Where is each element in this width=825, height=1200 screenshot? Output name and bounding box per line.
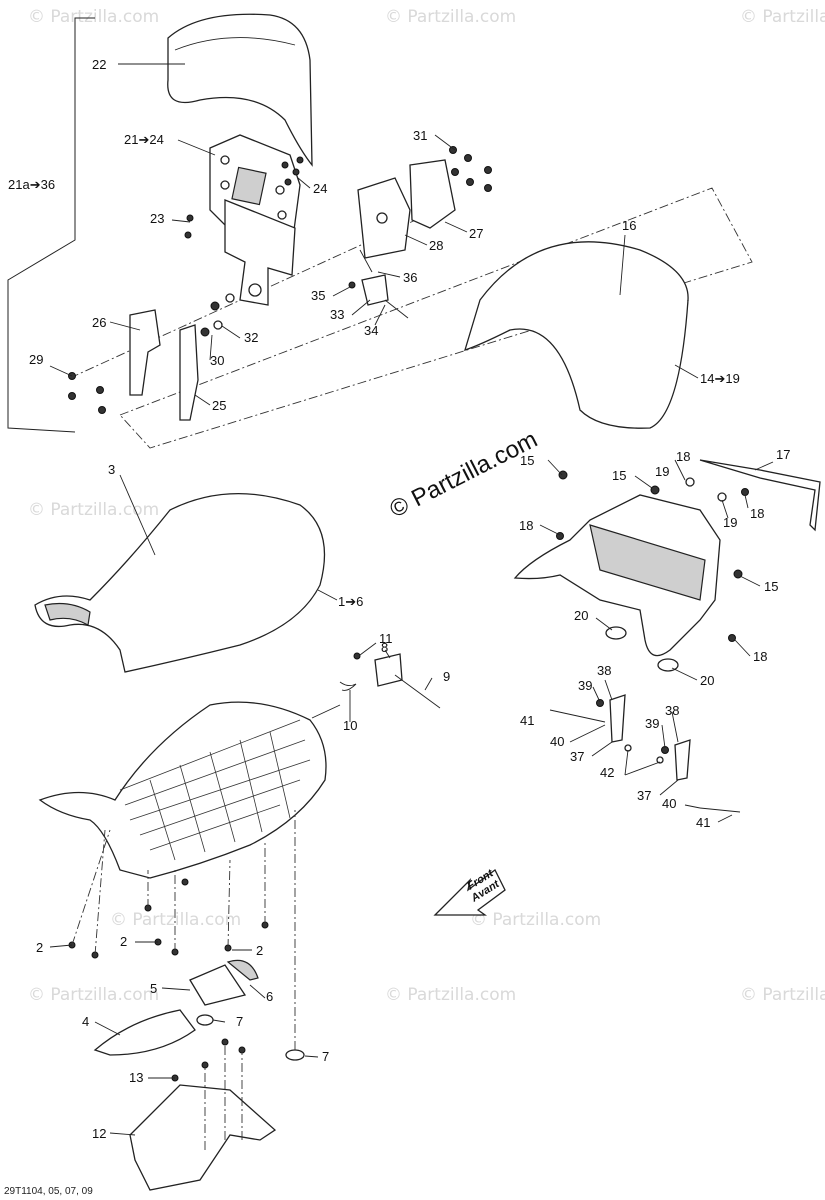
driver-seat-cushion bbox=[34, 493, 326, 673]
callout-40-b: 40 bbox=[662, 796, 676, 811]
assembly-bracket bbox=[7, 17, 95, 433]
callout-35: 35 bbox=[311, 288, 325, 303]
watermarks: © Partzilla.com © Partzilla.com © Partzi… bbox=[28, 7, 825, 1005]
callout-40-a: 40 bbox=[550, 734, 564, 749]
watermark-top-right: © Partzilla.com bbox=[740, 7, 825, 27]
seat-latch bbox=[339, 652, 441, 709]
callout-15-b: 15 bbox=[612, 468, 626, 483]
callout-36: 36 bbox=[403, 270, 417, 285]
watermark-bottom-center: © Partzilla.com bbox=[385, 985, 516, 1005]
side-bracket-right bbox=[179, 324, 199, 421]
callout-19-a: 19 bbox=[655, 464, 669, 479]
callout-18-b: 18 bbox=[750, 506, 764, 521]
watermark-mid-left: © Partzilla.com bbox=[28, 500, 159, 520]
callout-26: 26 bbox=[92, 315, 106, 330]
backrest-support bbox=[224, 199, 296, 306]
callout-18-a: 18 bbox=[676, 449, 690, 464]
watermark-top-left: © Partzilla.com bbox=[28, 7, 159, 27]
callout-2-b: 2 bbox=[120, 934, 127, 949]
callout-42: 42 bbox=[600, 765, 614, 780]
callout-18-c: 18 bbox=[519, 518, 533, 533]
callout-27: 27 bbox=[469, 226, 483, 241]
callout-21-24: 21➔24 bbox=[124, 132, 164, 147]
callout-25: 25 bbox=[212, 398, 226, 413]
backrest-cushion bbox=[167, 13, 313, 167]
watermark-inner-right: © Partzilla.com bbox=[470, 910, 601, 930]
callout-15-c: 15 bbox=[764, 579, 778, 594]
watermark-bottom-left: © Partzilla.com bbox=[28, 985, 159, 1005]
callout-34: 34 bbox=[364, 323, 378, 338]
callout-22: 22 bbox=[92, 57, 106, 72]
hinge-bracket bbox=[357, 159, 456, 259]
callout-39-a: 39 bbox=[578, 678, 592, 693]
seat-base bbox=[38, 701, 327, 879]
callout-2-a: 2 bbox=[36, 940, 43, 955]
callout-10: 10 bbox=[343, 718, 357, 733]
watermark-top-center: © Partzilla.com bbox=[385, 7, 516, 27]
footer-code: 29T1104, 05, 07, 09 bbox=[4, 1186, 93, 1197]
callout-37-a: 37 bbox=[570, 749, 584, 764]
callout-1-6: 1➔6 bbox=[338, 594, 363, 609]
callout-41-a: 41 bbox=[520, 713, 534, 728]
callout-5: 5 bbox=[150, 981, 157, 996]
callout-leaders bbox=[49, 63, 774, 1136]
callout-13: 13 bbox=[129, 1070, 143, 1085]
watermark-inner: © Partzilla.com bbox=[110, 910, 241, 930]
callout-2-c: 2 bbox=[256, 943, 263, 958]
callout-39-b: 39 bbox=[645, 716, 659, 731]
callout-15-a: 15 bbox=[520, 453, 534, 468]
callout-32: 32 bbox=[244, 330, 258, 345]
front-direction-arrow: Front Avant bbox=[433, 867, 506, 916]
callout-20-a: 20 bbox=[574, 608, 588, 623]
rear-seat-cushion bbox=[464, 241, 689, 429]
callout-33: 33 bbox=[330, 307, 344, 322]
callout-41-b: 41 bbox=[696, 815, 710, 830]
callout-30: 30 bbox=[210, 353, 224, 368]
callout-16: 16 bbox=[622, 218, 636, 233]
hardware-nuts bbox=[68, 146, 492, 414]
callout-labels: 22 21➔24 21a➔36 24 23 31 27 28 36 35 33 … bbox=[8, 57, 790, 1141]
callout-18-d: 18 bbox=[753, 649, 767, 664]
latch-pointer bbox=[311, 704, 341, 719]
callout-29: 29 bbox=[29, 352, 43, 367]
brand-label: © Partzilla.com bbox=[385, 426, 541, 523]
rear-posts bbox=[549, 694, 741, 813]
callout-38-a: 38 bbox=[597, 663, 611, 678]
callout-24: 24 bbox=[313, 181, 327, 196]
callout-8: 8 bbox=[381, 640, 388, 655]
callout-3: 3 bbox=[108, 462, 115, 477]
latch-assembly bbox=[348, 249, 409, 319]
callout-17: 17 bbox=[776, 447, 790, 462]
callout-28: 28 bbox=[429, 238, 443, 253]
callout-11: 11 bbox=[379, 631, 393, 646]
callout-20-b: 20 bbox=[700, 673, 714, 688]
callout-19-b: 19 bbox=[723, 515, 737, 530]
watermark-bottom-right: © Partzilla.com bbox=[740, 985, 825, 1005]
callout-14-19: 14➔19 bbox=[700, 371, 740, 386]
callout-7-b: 7 bbox=[322, 1049, 329, 1064]
side-bracket-left bbox=[129, 309, 161, 396]
callout-38-b: 38 bbox=[665, 703, 679, 718]
callout-37-b: 37 bbox=[637, 788, 651, 803]
callout-31: 31 bbox=[413, 128, 427, 143]
callout-9: 9 bbox=[443, 669, 450, 684]
seat-assembly-lines bbox=[71, 810, 296, 1150]
rear-rack bbox=[513, 459, 821, 657]
seat-bottom-parts bbox=[93, 959, 305, 1191]
callout-4: 4 bbox=[82, 1014, 89, 1029]
assembly-frame bbox=[119, 187, 753, 449]
callout-6: 6 bbox=[266, 989, 273, 1004]
callout-23: 23 bbox=[150, 211, 164, 226]
callout-12: 12 bbox=[92, 1126, 106, 1141]
callout-21a-36: 21a➔36 bbox=[8, 177, 55, 192]
callout-7-a: 7 bbox=[236, 1014, 243, 1029]
